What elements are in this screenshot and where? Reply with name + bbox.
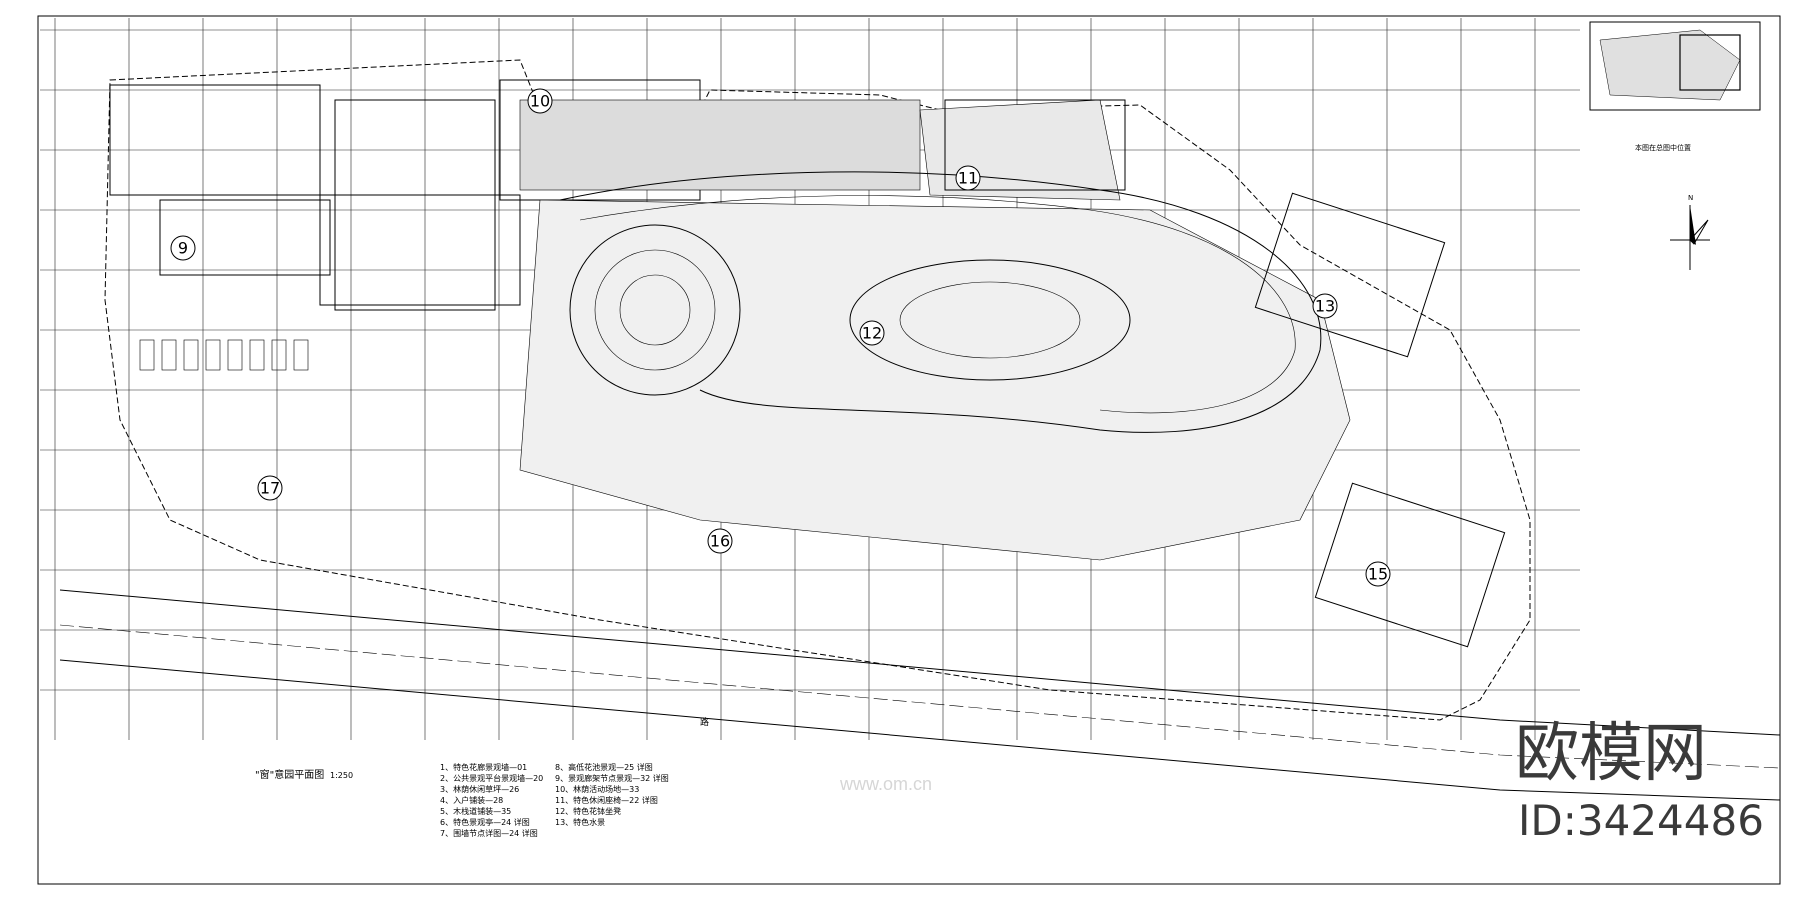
parking-spaces [139,339,309,371]
zone-number: 16 [710,532,730,551]
road-centerline [59,624,1781,769]
legend-item: 1、特色花廊景观墙—01 [440,762,527,772]
zone-number: 17 [260,479,280,498]
watermark-site: www.om.cn [839,774,932,794]
site-boundary [104,59,1531,721]
zone-number: 9 [178,239,188,258]
location-key-plan: 本图在总图中位置 [1589,21,1761,152]
legend-left: 1、特色花廊景观墙—012、公共景观平台景观墙—203、林荫休闲草坪—264、入… [440,762,543,838]
legend-right: 8、高低花池景观—25 详图9、景观廊架节点景观—32 详图10、林荫活动场地—… [555,762,669,827]
legend-item: 6、特色景观亭—24 详图 [440,817,530,827]
zone-marker: 10 [527,88,553,114]
paving-areas [519,99,1351,561]
drawing-frame [37,15,1781,885]
parking-space [183,339,199,371]
parking-space [293,339,309,371]
legend-item: 8、高低花池景观—25 详图 [555,762,653,772]
location-caption: 本图在总图中位置 [1635,143,1691,152]
parking-space [227,339,243,371]
parking-space [249,339,265,371]
winding-path-inner [579,195,1296,414]
zone-marker: 13 [1312,293,1338,319]
legend-item: 5、木栈道铺装—35 [440,806,511,816]
road-label: 路 [700,716,709,728]
watermark-brand: 欧模网 [1515,717,1707,791]
zone-marker: 17 [257,475,283,501]
zone-marker: 16 [707,528,733,554]
north-arrow-icon: N [1670,194,1710,270]
zone-number: 10 [530,92,550,111]
legend-item: 9、景观廊架节点景观—32 详图 [555,773,669,783]
zone-marker: 11 [955,165,981,191]
legend-item: 13、特色水景 [555,817,605,827]
parking-space [139,339,155,371]
zone-number: 11 [958,169,978,188]
parking-space [161,339,177,371]
oval-lawn [849,259,1131,381]
road-edge-outer [59,659,1781,801]
legend-item: 10、林荫活动场地—33 [555,784,639,794]
legend-item: 12、特色花钵坐凳 [555,806,621,816]
zone-markers: 9 10 11 12 13 15 16 17 [170,88,1391,587]
building-right-upper [944,99,1506,648]
road-edge-inner [59,589,1781,736]
svg-text:N: N [1688,194,1693,202]
winding-path [559,171,1322,433]
parking-space [205,339,221,371]
legend-item: 7、围墙节点详图—24 详图 [440,828,538,838]
zone-number: 15 [1368,565,1388,584]
drawing-scale: 1:250 [330,771,353,780]
zone-number: 12 [862,324,882,343]
zone-marker: 15 [1365,561,1391,587]
circular-plaza [569,224,741,396]
zone-marker: 9 [170,235,196,261]
parking-space [271,339,287,371]
legend-item: 11、特色休闲座椅—22 详图 [555,795,658,805]
zone-number: 13 [1315,297,1335,316]
legend-item: 4、入户铺装—28 [440,795,503,805]
watermark-id: ID:3424486 [1518,796,1764,845]
zone-marker: 12 [859,320,885,346]
legend-item: 2、公共景观平台景观墙—20 [440,773,543,783]
legend-item: 3、林荫休闲草坪—26 [440,784,519,794]
drawing-title: "窗"意园平面图 [255,768,324,781]
